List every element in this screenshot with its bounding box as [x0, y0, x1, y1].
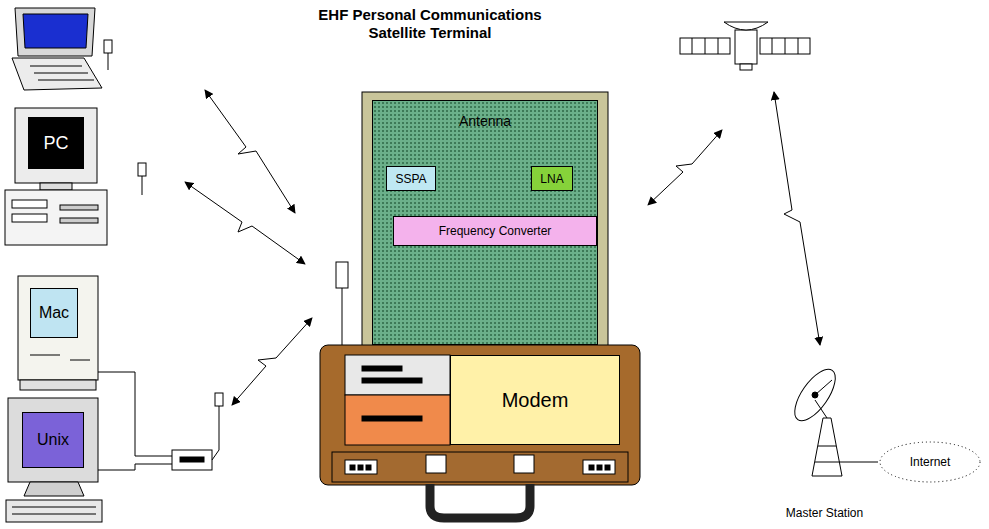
- lna-box: LNA: [531, 166, 573, 191]
- node-label: Master Station: [786, 506, 863, 520]
- pc-icon: [5, 108, 146, 245]
- node-label: PC: [43, 133, 68, 154]
- cloud-ellipse: [880, 442, 980, 482]
- laptop-icon: [12, 8, 112, 90]
- sspa-box: SSPA: [386, 166, 436, 191]
- node-label: Mac: [39, 304, 69, 322]
- mac-screen: Mac: [30, 288, 78, 338]
- modem-box: Modem: [450, 355, 620, 445]
- node-label: Modem: [502, 389, 569, 412]
- master-station: Master Station: [776, 360, 873, 520]
- node-label: SSPA: [395, 172, 426, 186]
- connector-line: [873, 462, 878, 463]
- pc-screen: PC: [28, 117, 84, 169]
- node-label: Frequency Converter: [439, 224, 552, 238]
- internet-cloud: Internet: [878, 440, 982, 484]
- unix-screen: Unix: [22, 412, 84, 468]
- node-label: LNA: [540, 172, 563, 186]
- satellite-icon: [680, 22, 810, 70]
- node-label: Unix: [37, 431, 69, 449]
- terminal-case: [320, 92, 640, 518]
- dish-antenna: [787, 363, 873, 476]
- unix-icon: [6, 398, 102, 522]
- node-label: Internet: [910, 455, 951, 469]
- mac-icon: [18, 276, 98, 390]
- converter-box: Frequency Converter: [393, 216, 597, 246]
- diagram-title: EHF Personal Communications Satellite Te…: [310, 6, 550, 42]
- cable-and-transceiver: [98, 372, 223, 470]
- node-label: Antenna: [459, 113, 511, 129]
- antenna-panel: AntennaSSPA LNA Frequency Converter: [372, 100, 598, 345]
